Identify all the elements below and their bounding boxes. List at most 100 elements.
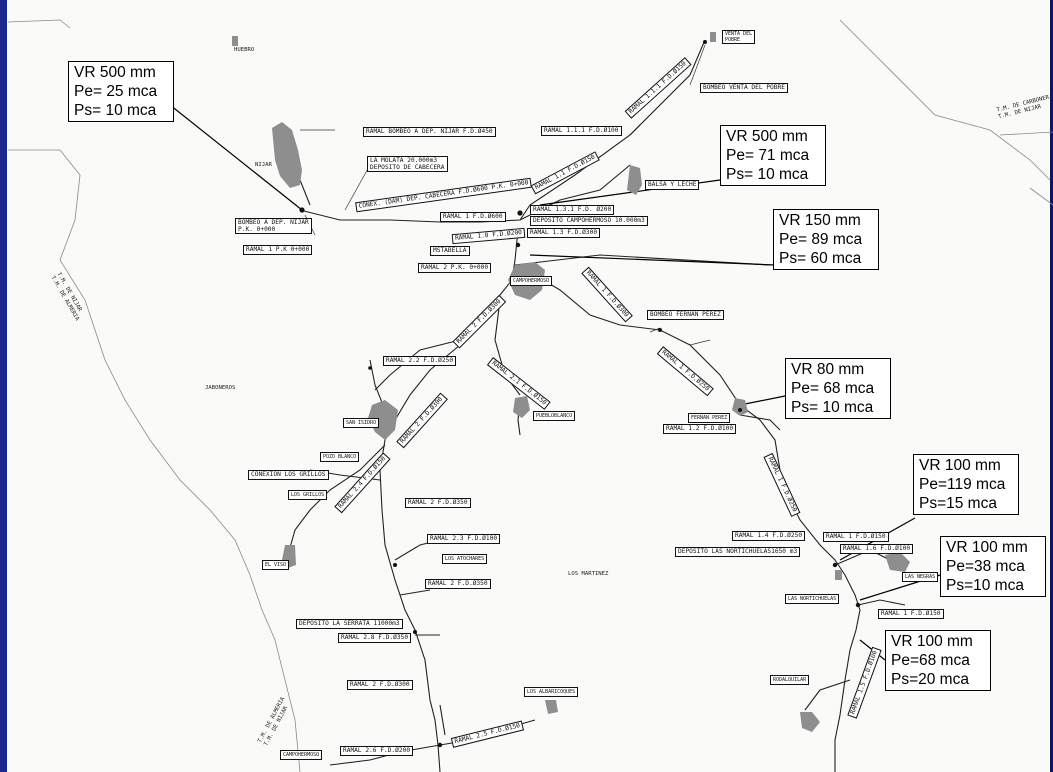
callout-valve-6: VR 100 mm Pe=38 mca Ps=10 mca [940, 536, 1046, 597]
label-deposito-serrata: DEPOSITO LA SERRATA 11000m3 [296, 619, 403, 629]
label-san-isidro: SAN ISIDRO [343, 418, 380, 428]
callout-valve-3: VR 150 mm Pe= 89 mca Ps= 60 mca [773, 209, 879, 270]
label-ramal-2-6: RAMAL 2.6 F.D.Ø200 [340, 746, 414, 756]
label-fernan-perez: FERNAN PEREZ [688, 413, 731, 423]
label-las-negras: LAS NEGRAS [902, 572, 939, 582]
place-nijar: NIJAR [255, 162, 272, 168]
pipe-ramal-2-4 [287, 444, 386, 556]
label-ramal-1-2: RAMAL 1.2 F.D.Ø100 [663, 424, 737, 434]
callout-1-line-3: Ps= 10 mca [74, 102, 157, 119]
label-bombeo-dep-nijar: BOMBEO A DEP. NIJAR P.K. 0+000 [235, 218, 312, 234]
callout-2-line-1: VR 500 mm [726, 128, 808, 145]
label-los-grillos: LOS GRILLOS [288, 490, 328, 500]
settlement-rodalquilar [800, 712, 820, 732]
callout-valve-7: VR 100 mm Pe=68 mca Ps=20 mca [885, 630, 991, 691]
label-ramal-1-4: RAMAL 1.4 F.D.Ø250 [732, 531, 806, 541]
settlement-las-negras [885, 552, 910, 572]
municipal-boundaries [7, 19, 1053, 772]
settlement-puebloblanco [513, 396, 530, 418]
callout-4-line-1: VR 80 mm [791, 361, 865, 378]
pipe-ramal-2-i [399, 589, 431, 596]
label-ramal-1-pk: RAMAL 1 P.K 0+000 [243, 245, 313, 255]
leader-c3 [529, 254, 776, 266]
label-el-viso: EL VISO [262, 560, 290, 570]
place-los-martinez: LOS MARTINEZ [568, 571, 609, 577]
boundary-north-west [7, 19, 71, 29]
label-leaders [300, 44, 711, 346]
callout-4-line-2: Pe= 68 mca [791, 380, 875, 397]
label-deposito-campohermoso: DEPOSITO CAMPOHERMOSO 10.000m3 [530, 216, 648, 226]
pipe-ramal-2-6 [329, 744, 441, 766]
label-mstabella: MSTABELLA [430, 246, 470, 256]
leader-c1 [169, 104, 303, 211]
label-rodalquilar: RODALQUILAR [770, 675, 810, 685]
label-campohermoso: CAMPOHERMOSO [510, 276, 553, 286]
callout-valve-5: VR 100 mm Pe=119 mca Ps=15 mca [913, 454, 1019, 515]
label-campohermoso-bottom: CAMPOHERMOSO [280, 750, 323, 760]
callout-7-line-3: Ps=20 mca [891, 671, 969, 688]
callout-1-line-2: Pe= 25 mca [74, 83, 158, 100]
callout-1-line-1: VR 500 mm [74, 64, 156, 81]
label-ramal-2-pk: RAMAL 2 P.K. 0+000 [418, 263, 492, 273]
pipe-branch-a [629, 124, 641, 136]
leader-c4 [739, 394, 791, 406]
label-deposito-norticuelas: DEPOSITO LAS NORTICHUELAS1650 m3 [675, 547, 801, 557]
label-pozo-blanco: POZO BLANCO [320, 452, 360, 462]
label-ramal-2-3: RAMAL 2.3 F.D.Ø100 [427, 534, 501, 544]
callout-3-line-2: Pe= 89 mca [779, 231, 863, 248]
label-ramal-2-i: RAMAL 2 F.D.Ø350 [425, 579, 491, 589]
boundary-west [8, 149, 301, 772]
label-ramal-2-2: RAMAL 2.2 F.D.Ø250 [383, 356, 457, 366]
settlement-albaricoques [545, 700, 558, 714]
label-bombeo-fernan: BOMBEO FERNAN PEREZ [647, 310, 724, 320]
label-ramal-2-h: RAMAL 2 F.D.Ø350 [405, 498, 471, 508]
callout-2-line-2: Pe= 71 mca [726, 147, 810, 164]
place-huebro: HUEBRO [234, 47, 255, 53]
label-ramal-1-3-1: RAMAL 1.3.1 F.D. Ø200 [530, 205, 615, 215]
label-ramal-1-main: RAMAL 1 F.D.Ø600 [440, 212, 506, 222]
right-frame-border [1050, 0, 1053, 772]
callout-valve-1: VR 500 mm Pe= 25 mca Ps= 10 mca [68, 61, 174, 122]
label-puebloblanco: PUEBLOBLANCO [533, 411, 576, 421]
pipe-ramal-1-5 [857, 599, 906, 606]
pipe-ramal-1-2 [739, 414, 781, 431]
label-los-atochares: LOS ATOCHARES [442, 554, 488, 564]
label-ramal-1-l: RAMAL 1 F.D.Ø150 [878, 609, 944, 619]
callout-2-line-3: Ps= 10 mca [726, 166, 809, 183]
label-ramal-1-1-1: RAMAL 1.1.1 F.D.Ø100 [541, 126, 622, 136]
callout-6-line-1: VR 100 mm [946, 539, 1028, 556]
label-ramal-2-8: RAMAL 2.8 F.D.Ø350 [338, 633, 412, 643]
callout-5-line-3: Ps=15 mca [919, 495, 997, 512]
label-ramal-2-j: RAMAL 2 F.D.Ø300 [347, 680, 413, 690]
label-bombeo-venta: BOMBEO VENTA DEL POBRE [700, 83, 788, 93]
settlement-fernan-perez [732, 398, 748, 416]
settlement-venta [710, 32, 716, 42]
settlement-san-isidro [368, 400, 398, 440]
callout-6-line-3: Ps=10 mca [946, 577, 1024, 594]
settlement-nijar [272, 122, 302, 188]
label-conexion-grillos: CONEXION LOS GRILLOS [248, 470, 329, 480]
callout-7-line-2: Pe=68 mca [891, 652, 970, 669]
settlement-norticuelas [835, 570, 842, 580]
pipe-to-callout-3 [514, 254, 771, 266]
callout-5-line-1: VR 100 mm [919, 457, 1001, 474]
boundary-carboneras [999, 131, 1053, 136]
callout-6-line-2: Pe=38 mca [946, 558, 1025, 575]
callout-3-line-1: VR 150 mm [779, 212, 861, 229]
place-jaboneros: JABONEROS [205, 385, 236, 391]
label-ramal-1-3: RAMAL 1.3 F.D.Ø300 [527, 228, 601, 238]
pipe-rodalquilar [804, 679, 851, 711]
settlement-huebro [232, 36, 238, 46]
label-las-norticuelas: LAS NORTICHUELAS [785, 594, 840, 604]
callout-5-line-2: Pe=119 mca [919, 476, 1006, 493]
label-venta-pobre: VENTA DEL POBRE [722, 30, 756, 44]
settlement-balsa-leche [627, 165, 642, 195]
boundary-east [1029, 187, 1053, 206]
settlements [232, 32, 910, 732]
callout-7-line-1: VR 100 mm [891, 633, 973, 650]
label-los-albaricoques: LOS ALBARICOQUES [524, 687, 579, 697]
callout-3-line-3: Ps= 60 mca [779, 250, 862, 267]
pipe-branch-bottom [439, 704, 446, 736]
label-ramal-1-k: RAMAL 1 F.D.Ø150 [823, 532, 889, 542]
